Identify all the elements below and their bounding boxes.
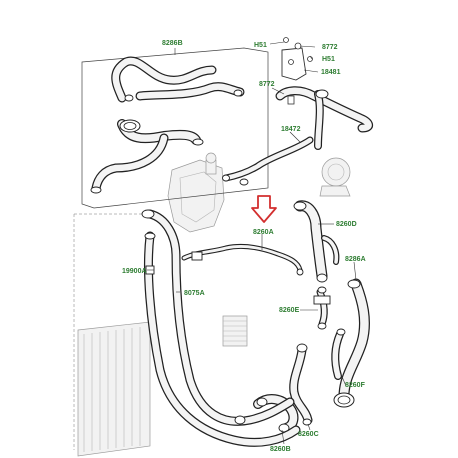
label-8772-b: 8772	[259, 81, 275, 88]
hose-18472	[222, 86, 373, 186]
label-8286B: 8286B	[162, 40, 183, 47]
connector-8260E	[313, 286, 331, 330]
part-labels: 8286B H51 8772 H51 18481 8772 18472 8260…	[122, 40, 366, 453]
bracket-18481	[281, 37, 313, 81]
hose-8260D	[293, 200, 340, 283]
label-8260A: 8260A	[253, 229, 274, 236]
label-19900A: 19900A	[122, 268, 147, 275]
label-8260F: 8260F	[345, 382, 366, 389]
hose-8260C	[289, 343, 313, 426]
label-8260B: 8260B	[270, 446, 291, 453]
down-arrow-icon	[251, 195, 277, 223]
label-8260E: 8260E	[279, 307, 300, 314]
hose-8260A	[181, 243, 304, 276]
label-8286A: 8286A	[345, 256, 366, 263]
construction-lines	[73, 213, 150, 450]
label-18472: 18472	[281, 126, 301, 133]
leader-lines	[147, 41, 357, 445]
label-H51-a: H51	[254, 42, 267, 49]
hose-8260F	[331, 328, 346, 380]
hose-8075A	[141, 209, 301, 447]
hose-8286B-group	[81, 47, 269, 209]
oil-cooler-ghost	[222, 315, 248, 347]
hose-8286A	[333, 278, 370, 408]
throttle-housing-ghost	[319, 157, 351, 197]
label-18481: 18481	[321, 69, 341, 76]
expansion-tank-ghost	[167, 152, 225, 233]
label-8260D: 8260D	[336, 221, 357, 228]
hose-8260B	[253, 394, 299, 433]
label-H51-b: H51	[322, 56, 335, 63]
label-8075A: 8075A	[184, 290, 205, 297]
label-8772-a: 8772	[322, 44, 338, 51]
radiator	[77, 321, 151, 457]
label-8260C: 8260C	[298, 431, 319, 438]
